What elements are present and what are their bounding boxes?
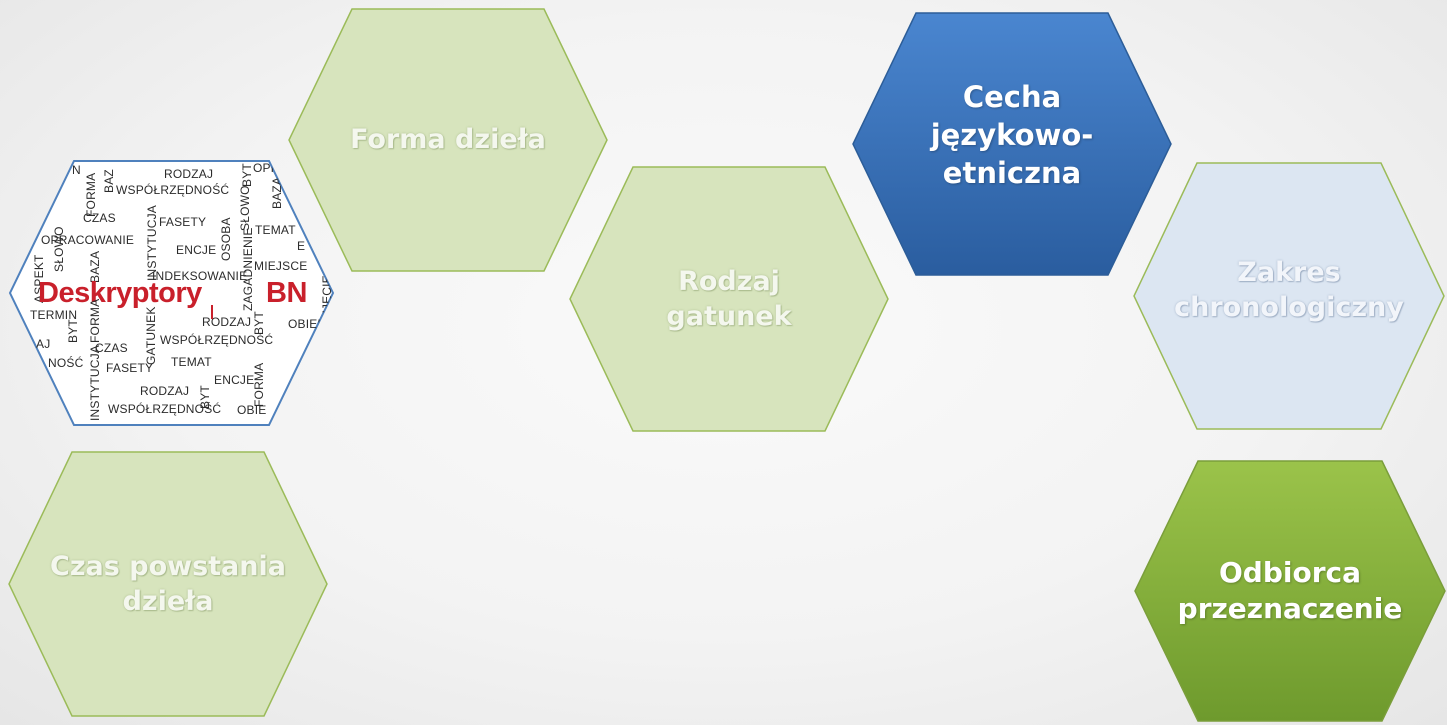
hexagon-shape (569, 166, 889, 432)
word-fasety: FASETY (159, 215, 207, 229)
word-czas: CZAS (83, 211, 116, 225)
word-osoba: OSOBA (219, 217, 233, 261)
word-aj: AJ (36, 337, 51, 351)
hexagon-cecha-jezykowo-etniczna: Cecha językowo- etniczna (852, 12, 1172, 276)
hexagon-shape (8, 451, 328, 717)
word-byt-3: BYT (252, 311, 266, 335)
word-gatunek: GATUNEK (144, 306, 158, 365)
word-wspolrzednosc-2: WSPÓŁRZĘDNOŚĆ (160, 333, 274, 347)
hexagon-odbiorca-przeznaczenie: Odbiorca przeznaczenie (1134, 460, 1446, 722)
word-nosc: NOŚĆ (48, 356, 84, 370)
word-e: E (297, 239, 306, 253)
word-miejsce: MIEJSCE (254, 259, 308, 273)
brand-divider (211, 305, 213, 319)
hexagon-shape (1133, 162, 1445, 430)
word-opracowanie: OPRACOWANIE (41, 233, 135, 247)
logo-hexagon-shape (8, 160, 335, 426)
hexagon-czas-powstania-dziela: Czas powstania dzieła (8, 451, 328, 717)
brand-bn: BN (266, 277, 307, 309)
word-n: N (72, 163, 81, 177)
word-slowo-left: SŁOWO (52, 226, 66, 272)
word-slowo: SŁOWO (238, 185, 252, 231)
word-forma-2: FORMA (88, 298, 102, 343)
word-forma-3: FORMA (252, 362, 266, 407)
word-byt-2: BYT (66, 319, 80, 343)
word-rodzaj-3: RODZAJ (140, 384, 190, 398)
word-rodzaj-2: RODZAJ (202, 315, 252, 329)
word-encje-2: ENCJE (214, 373, 255, 387)
word-wspolrzednosc: WSPÓŁRZĘDNOŚĆ (116, 183, 230, 197)
word-baza: BAZ (102, 169, 116, 193)
word-indeksowanie: INDEKSOWANIE (152, 269, 248, 283)
word-cloud: RODZAJ WSPÓŁRZĘDNOŚĆ FORMA BAZ BYT OPRAC… (10, 161, 333, 425)
hexagon-forma-dziela: Forma dzieła (288, 8, 608, 272)
brand-deskryptory: Deskryptory (38, 277, 202, 309)
word-temat: TEMAT (255, 223, 296, 237)
word-fasety-2: FASETY (106, 361, 154, 375)
word-termin: TERMIN (30, 308, 78, 322)
deskryptory-bn-logo: RODZAJ WSPÓŁRZĘDNOŚĆ FORMA BAZ BYT OPRAC… (8, 159, 335, 427)
word-obiekt-2: OBIE (237, 403, 267, 417)
word-wspolrzednosc-3: WSPÓŁRZĘDNOŚĆ (108, 402, 222, 416)
hexagon-rodzaj-gatunek: Rodzaj gatunek (569, 166, 889, 432)
word-temat-2: TEMAT (171, 355, 212, 369)
hexagon-shape (852, 12, 1172, 276)
word-byt: BYT (240, 163, 254, 187)
word-rodzaj: RODZAJ (164, 167, 214, 181)
word-czas-2: CZAS (95, 341, 128, 355)
word-encje: ENCJE (176, 243, 217, 257)
hexagon-shape (1134, 460, 1446, 722)
word-instytucja-2: INSTYTUCJA (88, 344, 102, 421)
hexagon-zakres-chronologiczny: Zakres chronologiczny (1133, 162, 1445, 430)
hexagon-shape (288, 8, 608, 272)
